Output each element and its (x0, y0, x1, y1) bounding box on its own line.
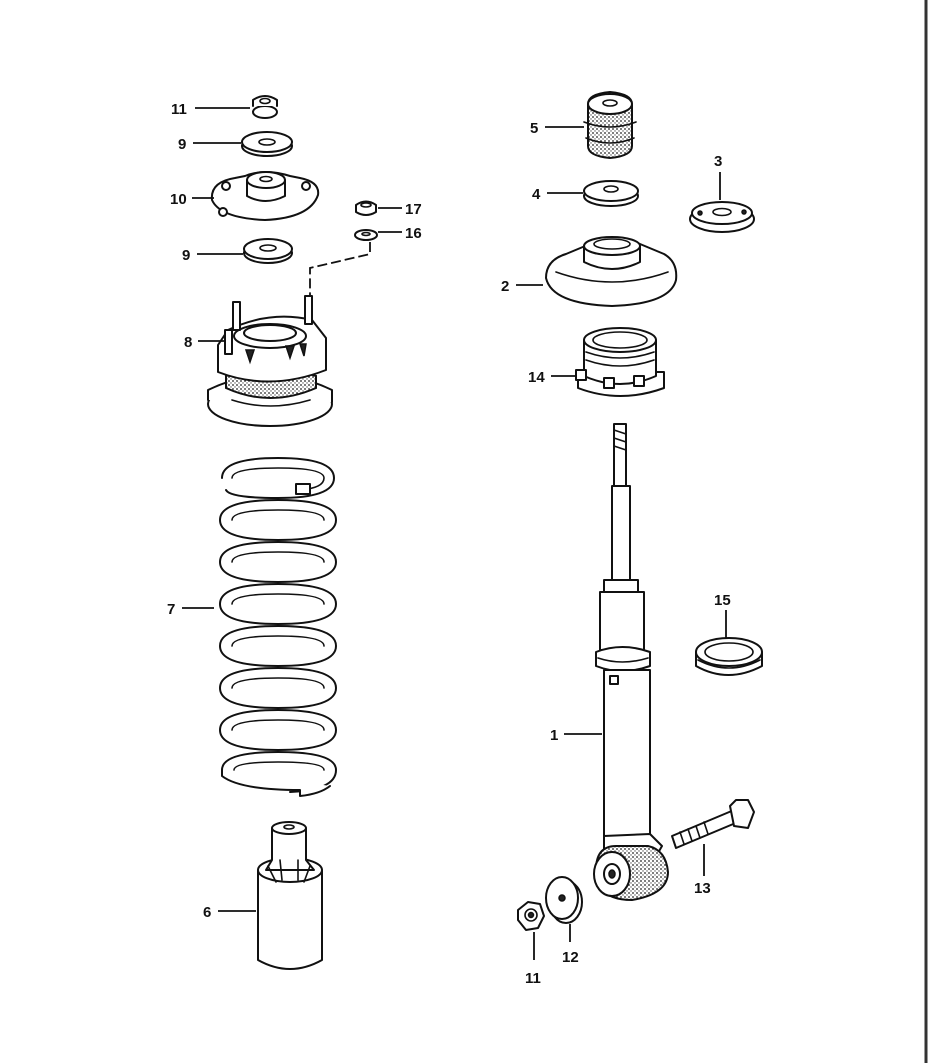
part-15-threaded-ring (695, 637, 763, 676)
part-8-strut-mount (207, 295, 333, 427)
label-11-top: 11 (171, 101, 187, 118)
label-10: 10 (170, 191, 187, 208)
label-3: 3 (714, 153, 722, 170)
label-16: 16 (405, 225, 422, 242)
label-9-top: 9 (178, 136, 186, 153)
label-12: 12 (562, 949, 579, 966)
label-14: 14 (528, 369, 545, 386)
part-13-bolt (671, 799, 755, 849)
part-9-washer-mid (243, 238, 293, 264)
label-2: 2 (501, 278, 509, 295)
part-11-nut-top (252, 95, 278, 119)
part-10-mounting-plate (210, 171, 320, 221)
label-17: 17 (405, 201, 422, 218)
part-2-spring-seat (545, 236, 678, 307)
label-4: 4 (532, 186, 541, 203)
label-5: 5 (530, 120, 538, 137)
part-4-washer (583, 180, 639, 207)
label-1: 1 (550, 727, 558, 744)
part-11-nut-bottom (517, 901, 545, 931)
part-7-coil-spring (219, 457, 337, 797)
label-6: 6 (203, 904, 211, 921)
part-16-washer (354, 229, 378, 241)
part-6-bump-sleeve (257, 821, 323, 970)
part-9-washer-top (241, 131, 293, 157)
dashed-stud-line (309, 242, 371, 296)
label-9-mid: 9 (182, 247, 190, 264)
part-1-shock-absorber (593, 423, 670, 902)
label-7: 7 (167, 601, 175, 618)
part-12-washer (545, 876, 583, 924)
part-5-bump-stop (583, 90, 637, 160)
label-11-bottom: 11 (525, 970, 541, 987)
label-13: 13 (694, 880, 711, 897)
label-8: 8 (184, 334, 192, 351)
part-14-ring-nut (575, 327, 665, 397)
label-15: 15 (714, 592, 731, 609)
part-3-upper-plate (689, 201, 755, 233)
part-17-nut (355, 200, 377, 216)
